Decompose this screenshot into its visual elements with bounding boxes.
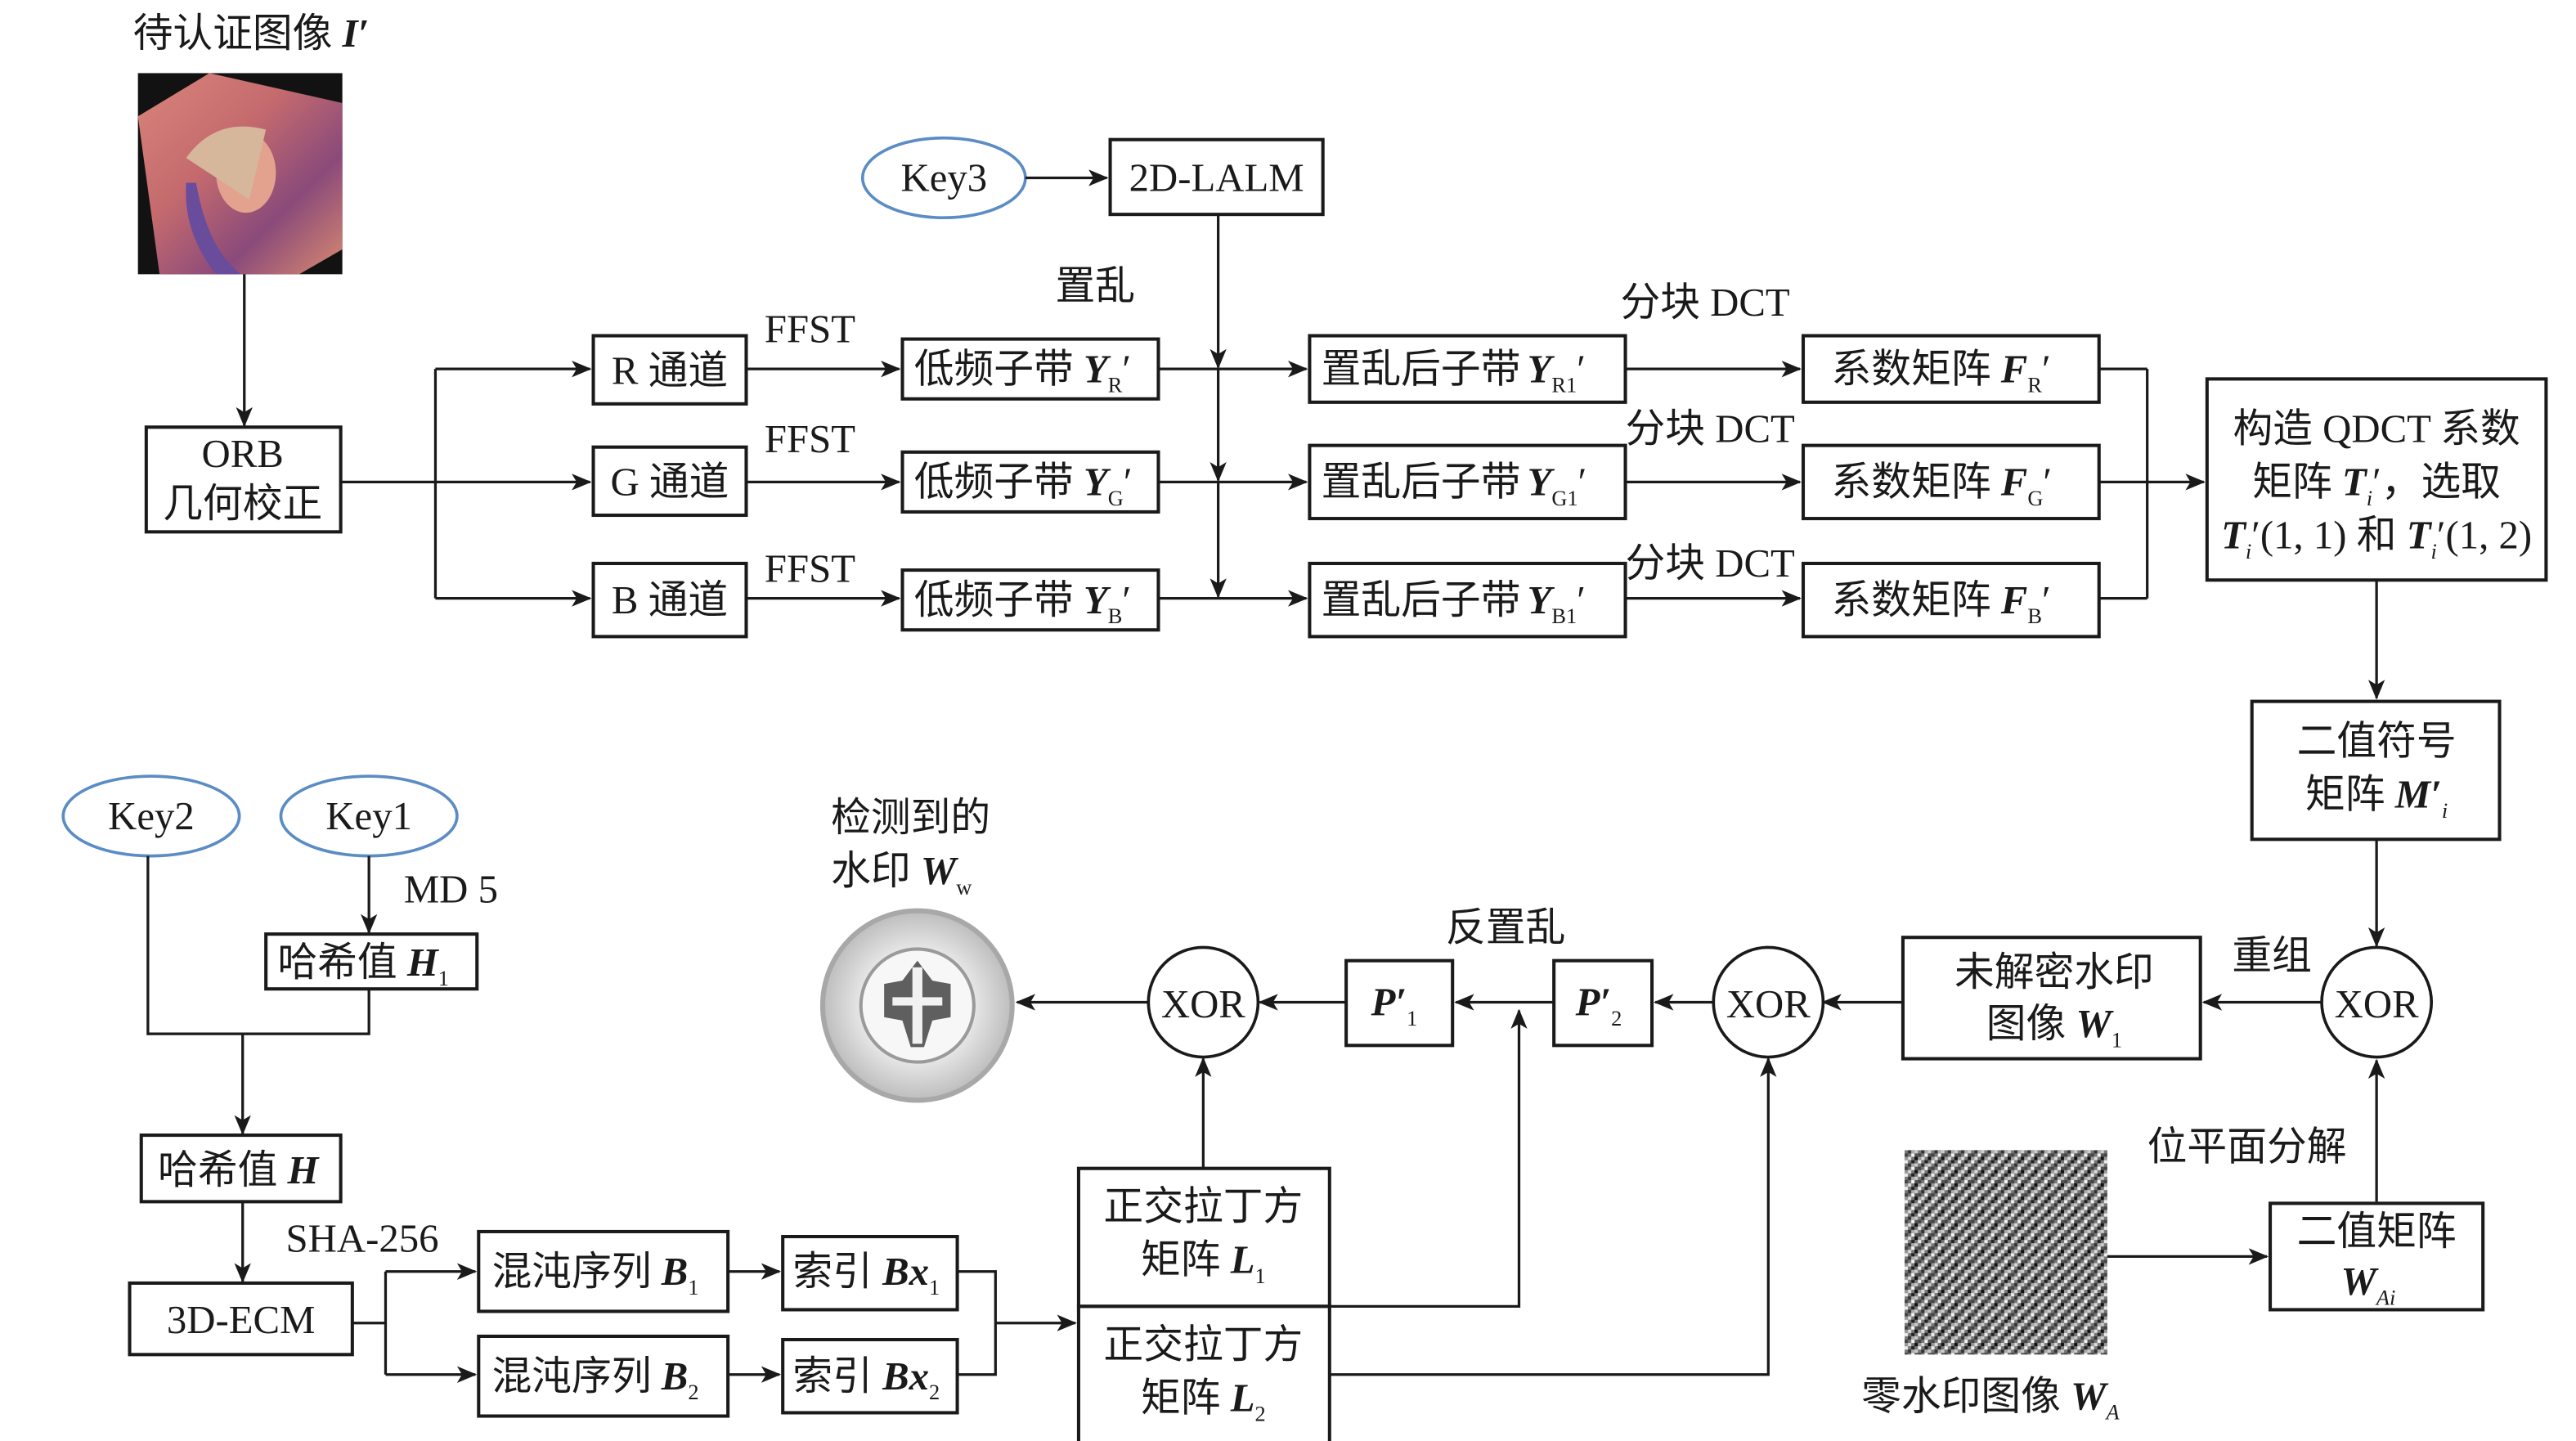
scrambled-subband-g-box bbox=[1308, 443, 1627, 521]
scramble-label: 置乱 bbox=[1055, 264, 1135, 308]
lowfreq-subband-b-box bbox=[900, 568, 1160, 632]
binary-matrix-box bbox=[2269, 1201, 2485, 1312]
key2-label: Key2 bbox=[108, 794, 195, 838]
svg-text:G 通道: G 通道 bbox=[611, 460, 729, 505]
ffst-label: FFST bbox=[765, 308, 855, 352]
svg-text:R 通道: R 通道 bbox=[612, 348, 728, 393]
index-bx2-box bbox=[781, 1337, 959, 1415]
chaos-seq-b1-box bbox=[477, 1229, 730, 1313]
ffst-label: FFST bbox=[765, 546, 855, 590]
input-image bbox=[137, 73, 343, 275]
lalm-box bbox=[1108, 137, 1325, 217]
index-bx1-label: 索引 Bx1 bbox=[792, 1250, 940, 1300]
coef-matrix-g-box bbox=[1801, 443, 2101, 521]
scrambled-subband-r-box bbox=[1308, 334, 1627, 404]
ecm-box bbox=[128, 1281, 354, 1357]
lowfreq-subband-r-box bbox=[900, 337, 1160, 401]
detected-watermark-logo bbox=[819, 908, 1015, 1103]
orb-correction-box bbox=[144, 425, 343, 534]
ecm-label: 3D-ECM bbox=[167, 1298, 316, 1342]
svg-text:B 通道: B 通道 bbox=[612, 578, 728, 622]
chaos-b1-label: 混沌序列 B1 bbox=[492, 1250, 699, 1300]
scrambled-subband-b-box bbox=[1308, 561, 1627, 639]
hash-h1-label: 哈希值 H1 bbox=[277, 940, 449, 990]
block-dct-label: 分块 DCT bbox=[1626, 541, 1795, 586]
latin-square-l2-box bbox=[1076, 1304, 1331, 1441]
block-dct-label: 分块 DCT bbox=[1620, 281, 1789, 325]
sha256-label: SHA-256 bbox=[286, 1216, 439, 1260]
hash-h1-box bbox=[264, 932, 479, 991]
p1-label: P′1 bbox=[1371, 981, 1418, 1030]
ffst-label: FFST bbox=[765, 417, 855, 461]
hash-h-box bbox=[139, 1133, 343, 1204]
svg-text:XOR: XOR bbox=[1161, 982, 1245, 1026]
detected-watermark-line2: 水印 Ww bbox=[831, 849, 972, 899]
binary-sign-line1: 二值符号 bbox=[2297, 720, 2457, 764]
binary-sign-matrix-box bbox=[2250, 699, 2502, 842]
latin2-line1: 正交拉丁方 bbox=[1103, 1322, 1303, 1367]
chaos-b2-label: 混沌序列 B2 bbox=[492, 1354, 699, 1404]
coef-matrix-b-box bbox=[1801, 561, 2101, 639]
md5-label: MD 5 bbox=[404, 868, 498, 912]
b-channel-box bbox=[591, 561, 748, 639]
undecrypted-line1: 未解密水印 bbox=[1954, 950, 2154, 994]
qdct-line1: 构造 QDCT 系数 bbox=[2233, 407, 2520, 451]
orb-label: ORB bbox=[202, 432, 284, 476]
block-dct-label: 分块 DCT bbox=[1626, 407, 1795, 451]
hash-h-label: 哈希值 H bbox=[158, 1148, 320, 1192]
latin-square-l1-box bbox=[1076, 1166, 1331, 1309]
key1-label: Key1 bbox=[325, 794, 412, 838]
binary-matrix-line2: WAi bbox=[2341, 1259, 2396, 1309]
latin1-line2: 矩阵 L1 bbox=[1141, 1238, 1266, 1288]
index-bx1-box bbox=[781, 1234, 959, 1312]
qdct-matrix-box bbox=[2205, 377, 2548, 582]
undecrypted-watermark-box bbox=[1901, 936, 2202, 1061]
coef-matrix-r-box bbox=[1801, 334, 2101, 404]
bitplane-label: 位平面分解 bbox=[2147, 1125, 2347, 1169]
zero-watermark-label: 零水印图像 WA bbox=[1861, 1374, 2120, 1424]
svg-text:XOR: XOR bbox=[1726, 982, 1811, 1026]
latin2-line2: 矩阵 L2 bbox=[1141, 1376, 1266, 1425]
inverse-perm-p2-box bbox=[1552, 958, 1654, 1048]
binary-sign-line2: 矩阵 M′i bbox=[2305, 773, 2448, 823]
qdct-line3: Ti′(1, 1) 和 Ti′(1, 2) bbox=[2221, 514, 2532, 563]
chaos-seq-b2-box bbox=[477, 1334, 730, 1418]
binary-matrix-line1: 二值矩阵 bbox=[2297, 1210, 2457, 1254]
zero-watermark-image bbox=[1904, 1150, 2107, 1355]
lalm-label: 2D-LALM bbox=[1129, 156, 1304, 200]
index-bx2-label: 索引 Bx2 bbox=[792, 1354, 940, 1404]
key3-label: Key3 bbox=[901, 156, 988, 200]
geometric-correction-label: 几何校正 bbox=[163, 482, 322, 526]
key2-ellipse bbox=[61, 774, 241, 858]
regroup-label: 重组 bbox=[2232, 934, 2312, 978]
undecrypted-line2: 图像 W1 bbox=[1986, 1002, 2122, 1052]
detected-watermark-line1: 检测到的 bbox=[831, 796, 990, 840]
g-channel-box bbox=[591, 445, 748, 518]
qdct-line2: 矩阵 Ti′，选取 bbox=[2252, 460, 2501, 510]
inverse-scramble-label: 反置乱 bbox=[1446, 905, 1565, 949]
latin1-line1: 正交拉丁方 bbox=[1103, 1185, 1303, 1229]
svg-text:XOR: XOR bbox=[2335, 982, 2419, 1026]
p2-label: P′2 bbox=[1575, 981, 1622, 1030]
